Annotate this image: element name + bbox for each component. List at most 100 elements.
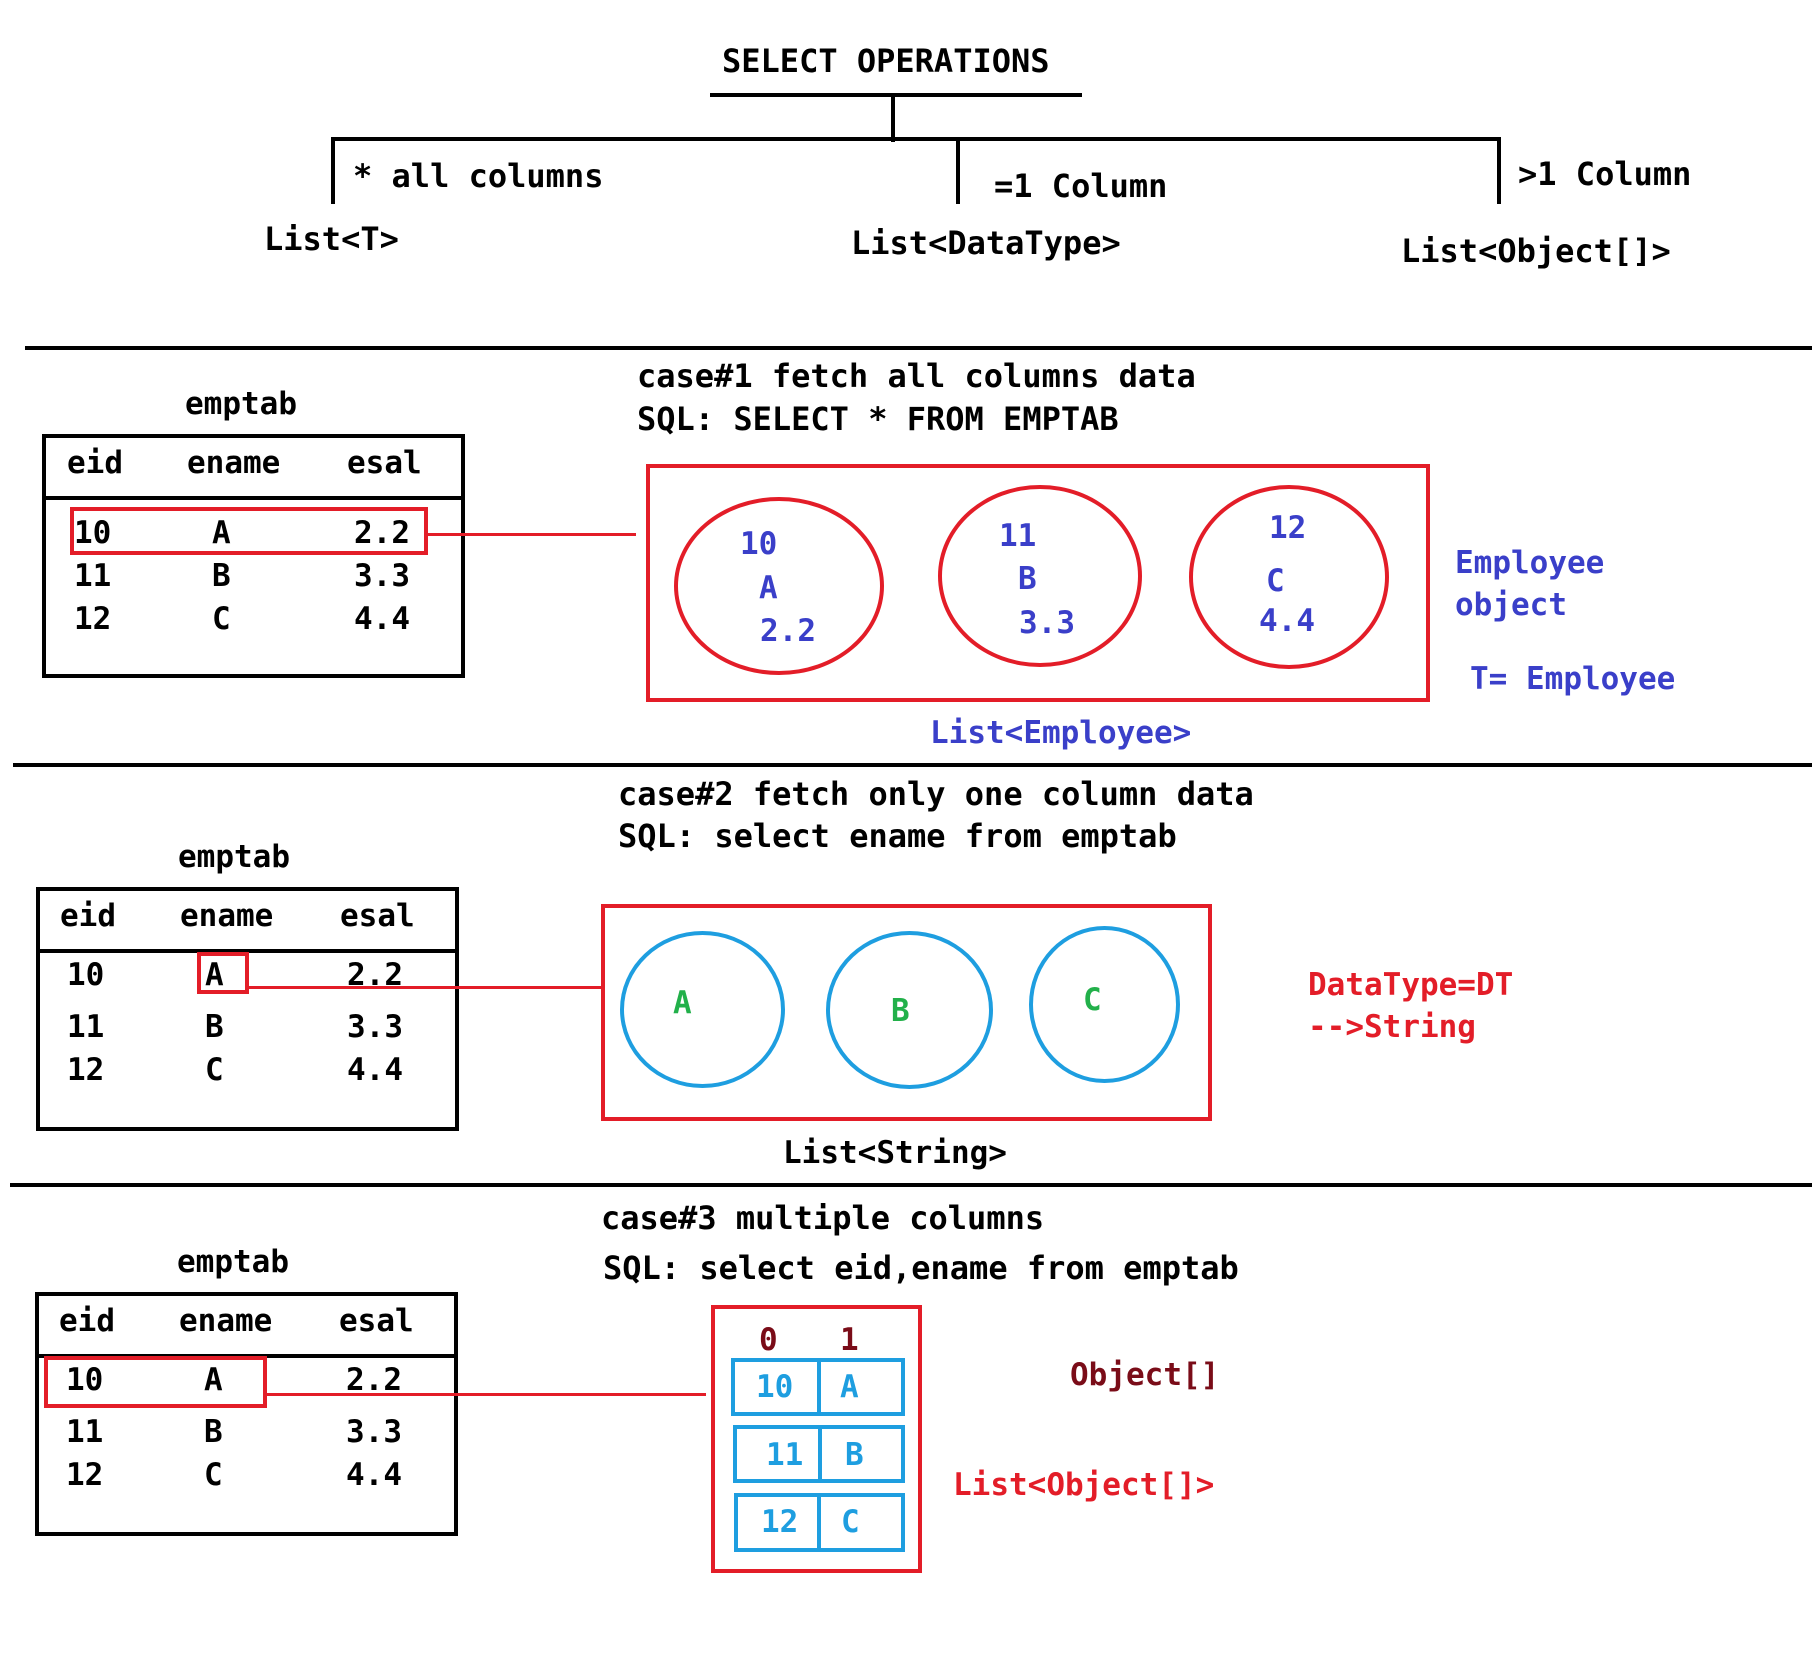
case1-emptab-table [42, 434, 465, 678]
table-cell: 2.2 [346, 1362, 402, 1398]
table-cell: C [212, 601, 231, 637]
employee-esal: 2.2 [760, 613, 816, 649]
tree-branch-left [331, 137, 335, 204]
employee-ename: B [1018, 561, 1037, 597]
employee-ename: A [759, 570, 778, 606]
branch-one-column-type: List<DataType> [851, 224, 1121, 262]
table-cell: 4.4 [354, 601, 410, 637]
object-array-row-3 [734, 1493, 905, 1552]
tree-branch-right [1497, 137, 1501, 204]
case2-note-datatype: DataType=DT [1308, 967, 1514, 1003]
table-cell: 3.3 [346, 1414, 402, 1450]
employee-esal: 4.4 [1259, 603, 1315, 639]
branch-all-columns-type: List<T> [264, 220, 399, 258]
array-cell: 12 [761, 1504, 799, 1540]
table-cell: B [204, 1414, 223, 1450]
table-cell: B [205, 1009, 224, 1045]
case3-connector [265, 1393, 706, 1396]
employee-ename: C [1266, 563, 1285, 599]
table-cell: B [212, 558, 231, 594]
string-value-text: B [891, 993, 910, 1029]
section-divider-1 [25, 346, 1812, 350]
string-value-2 [826, 931, 993, 1089]
case3-col-esal: esal [339, 1303, 414, 1339]
case3-list-container [711, 1305, 922, 1573]
array-cell-divider [818, 1429, 822, 1479]
table-header-separator [40, 949, 455, 953]
table-cell: 4.4 [347, 1052, 403, 1088]
table-cell: 12 [66, 1457, 104, 1493]
case2-cell-highlight [197, 952, 249, 994]
case1-row-highlight [70, 507, 428, 555]
table-cell: 3.3 [354, 558, 410, 594]
branch-multi-column-type: List<Object[]> [1401, 232, 1671, 270]
case2-connector [247, 986, 601, 989]
branch-multi-column-label: >1 Column [1518, 155, 1692, 193]
branch-one-column-label: =1 Column [994, 167, 1168, 205]
object-array-row-1 [731, 1358, 905, 1416]
array-cell-divider [817, 1497, 821, 1548]
case1-sql: SQL: SELECT * FROM EMPTAB [637, 400, 1119, 438]
case3-list-label: List<Object[]> [953, 1467, 1215, 1503]
case3-row-highlight [44, 1356, 267, 1408]
table-cell: C [204, 1457, 223, 1493]
table-cell: A [204, 1362, 223, 1398]
case3-object-label: Object[] [1070, 1357, 1220, 1393]
table-cell: 11 [74, 558, 112, 594]
case1-col-esal: esal [347, 445, 422, 481]
case1-note-object: object [1455, 587, 1567, 623]
case1-col-eid: eid [67, 445, 123, 481]
case3-sql: SQL: select eid,ename from emptab [603, 1249, 1239, 1287]
section-divider-2 [13, 763, 1812, 767]
table-cell: 12 [67, 1052, 105, 1088]
case3-col-eid: eid [59, 1303, 115, 1339]
tree-branch-middle [956, 137, 960, 204]
case1-note-employee: Employee [1455, 545, 1605, 581]
table-cell: A [205, 957, 224, 993]
array-index-label: 1 [840, 1322, 859, 1358]
employee-object-1 [674, 497, 884, 675]
array-cell: C [841, 1504, 860, 1540]
table-cell: 10 [74, 515, 112, 551]
case1-col-ename: ename [187, 445, 281, 481]
table-cell: 12 [74, 601, 112, 637]
employee-eid: 12 [1269, 510, 1307, 546]
case1-list-container [646, 464, 1430, 702]
employee-eid: 11 [999, 518, 1037, 554]
array-cell: B [845, 1437, 864, 1473]
array-cell-divider [817, 1362, 821, 1412]
case2-title: case#2 fetch only one column data [618, 775, 1254, 813]
case2-list-label: List<String> [783, 1135, 1007, 1171]
table-cell: 10 [66, 1362, 104, 1398]
case1-title: case#1 fetch all columns data [637, 357, 1196, 395]
branch-all-columns-label: * all columns [353, 157, 604, 195]
table-header-separator [46, 496, 461, 500]
table-cell: 4.4 [346, 1457, 402, 1493]
table-cell: 2.2 [354, 515, 410, 551]
table-cell: 11 [66, 1414, 104, 1450]
case3-title: case#3 multiple columns [601, 1199, 1045, 1237]
page-title: SELECT OPERATIONS [722, 42, 1050, 80]
table-cell: 11 [67, 1009, 105, 1045]
case3-col-ename: ename [179, 1303, 273, 1339]
table-cell: 10 [67, 957, 105, 993]
tree-branch-bar [331, 137, 1501, 141]
array-cell: A [840, 1369, 859, 1405]
case1-list-label: List<Employee> [930, 715, 1192, 751]
case1-note-type: T= Employee [1470, 661, 1676, 697]
case2-sql: SQL: select ename from emptab [618, 817, 1177, 855]
case2-list-container [601, 904, 1212, 1121]
title-underline [710, 93, 1082, 97]
string-value-1 [620, 931, 785, 1088]
section-divider-3 [10, 1183, 1812, 1187]
case2-emptab-table [36, 887, 459, 1131]
string-value-text: A [673, 985, 692, 1021]
employee-eid: 10 [740, 526, 778, 562]
case1-connector [426, 533, 636, 536]
case3-table-name: emptab [177, 1244, 289, 1280]
case2-col-esal: esal [340, 898, 415, 934]
array-cell: 11 [766, 1437, 804, 1473]
case2-table-name: emptab [178, 839, 290, 875]
employee-object-3 [1189, 485, 1389, 669]
tree-stem [891, 97, 895, 142]
